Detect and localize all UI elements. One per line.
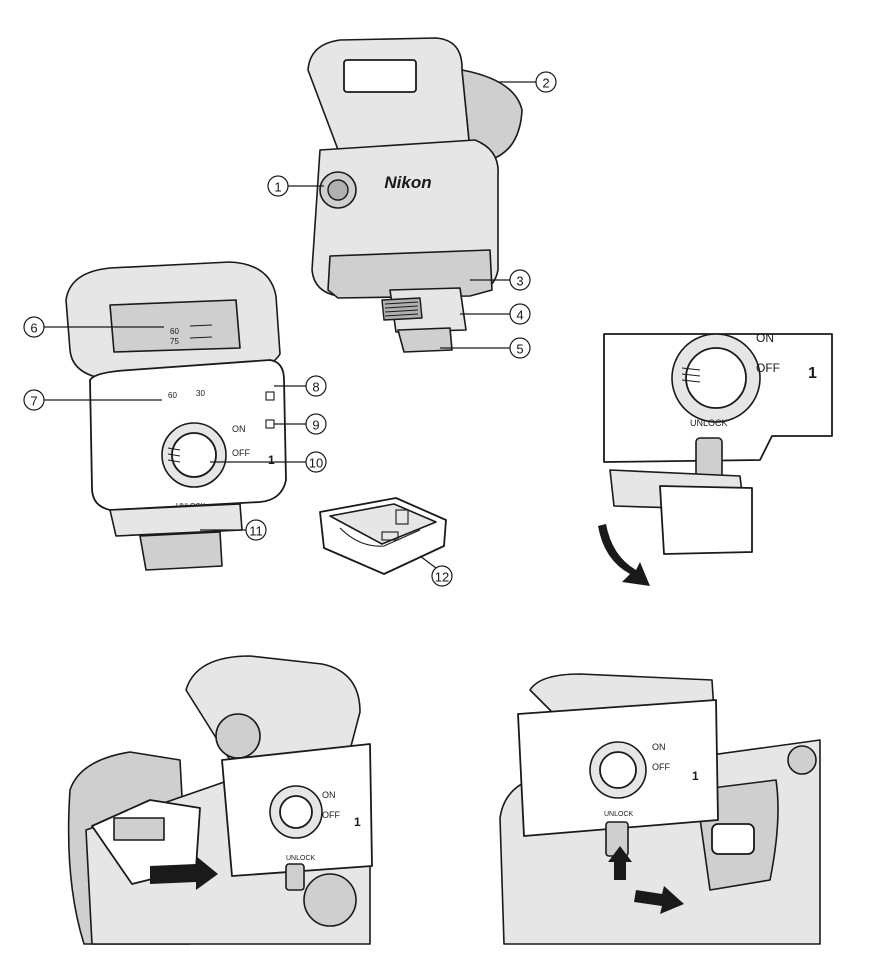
- callout-8: 8: [274, 375, 327, 397]
- press-arrow: [608, 846, 632, 880]
- flash-window: [343, 59, 417, 93]
- callout-5: 5: [440, 337, 531, 359]
- svg-text:1: 1: [268, 453, 275, 467]
- svg-text:8: 8: [312, 380, 319, 395]
- accessory-port: [113, 817, 165, 841]
- insert-arrow: [150, 856, 218, 890]
- svg-text:5: 5: [516, 342, 523, 357]
- accessory-shoe-cover: [319, 497, 447, 575]
- callout-1: 1: [267, 175, 324, 197]
- svg-text:1: 1: [274, 180, 281, 195]
- rotate-arrow: [598, 524, 650, 586]
- svg-text:ON: ON: [652, 742, 666, 752]
- svg-text:2: 2: [542, 76, 549, 91]
- callout-4: 4: [460, 303, 531, 325]
- svg-text:UNLOCK: UNLOCK: [604, 811, 634, 818]
- svg-text:ON: ON: [756, 331, 774, 345]
- svg-text:11: 11: [249, 524, 263, 539]
- svg-text:7: 7: [30, 394, 37, 409]
- svg-text:OFF: OFF: [322, 810, 340, 820]
- unlock-detail-view: ON OFF 1 UNLOCK: [598, 331, 833, 586]
- svg-text:ON: ON: [322, 790, 336, 800]
- slide-arrow: [634, 886, 684, 914]
- flash-front-view: Nikon: [307, 37, 523, 353]
- svg-text:60: 60: [168, 391, 177, 400]
- svg-text:3: 3: [516, 274, 523, 289]
- callout-12: 12: [419, 555, 453, 587]
- brand-logo: Nikon: [384, 173, 431, 192]
- svg-text:UNLOCK: UNLOCK: [690, 418, 728, 428]
- unlock-detail-button: [695, 437, 723, 479]
- svg-text:6: 6: [30, 321, 37, 336]
- svg-text:9: 9: [312, 418, 319, 433]
- svg-text:10: 10: [309, 456, 323, 471]
- callout-9: 9: [274, 413, 327, 435]
- head-pivot: [461, 69, 523, 161]
- remove-flash-view: ON OFF 1 UNLOCK: [499, 673, 821, 945]
- flash-rear-view: 60 75 60 30 ON OFF 1 UNLOCK: [65, 261, 287, 571]
- svg-text:1: 1: [808, 365, 817, 382]
- svg-text:OFF: OFF: [756, 361, 780, 375]
- svg-text:30: 30: [196, 389, 205, 398]
- svg-text:60: 60: [170, 327, 179, 336]
- callout-7: 7: [23, 389, 162, 411]
- svg-text:75: 75: [170, 337, 179, 346]
- lock-pin: [397, 327, 453, 353]
- callout-6: 6: [23, 316, 164, 338]
- callout-2: 2: [498, 71, 557, 93]
- svg-text:OFF: OFF: [232, 448, 250, 458]
- callout-11: 11: [200, 519, 267, 541]
- attach-flash-view: ON OFF 1 UNLOCK: [67, 655, 373, 945]
- svg-text:UNLOCK: UNLOCK: [286, 855, 316, 862]
- rear-foot: [139, 531, 223, 571]
- svg-text:1: 1: [354, 815, 361, 829]
- svg-text:1: 1: [692, 769, 699, 783]
- viewfinder: [711, 823, 755, 855]
- flash-head: [307, 37, 471, 156]
- svg-text:OFF: OFF: [652, 762, 670, 772]
- svg-text:4: 4: [516, 308, 523, 323]
- contact-block: [381, 297, 423, 321]
- callout-3: 3: [470, 269, 531, 291]
- svg-text:12: 12: [435, 570, 449, 585]
- callout-10: 10: [210, 451, 327, 473]
- flash-ready-lamp: [265, 391, 275, 401]
- svg-text:ON: ON: [232, 424, 246, 434]
